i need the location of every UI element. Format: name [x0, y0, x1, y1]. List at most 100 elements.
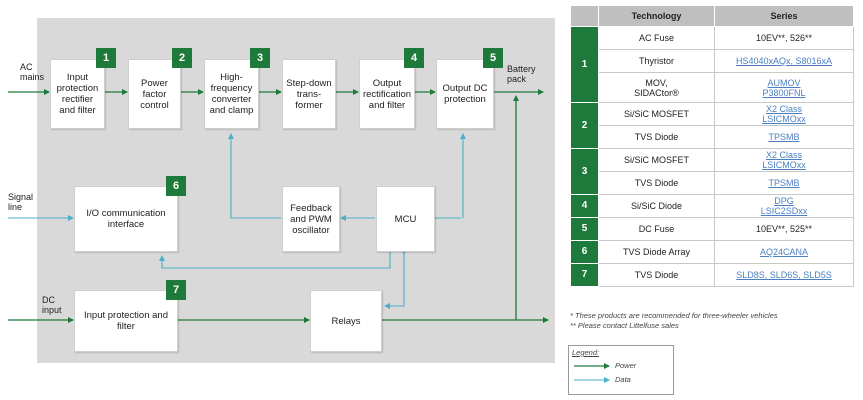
series-link[interactable]: LSICMOxx: [762, 114, 806, 124]
dc-input-protection-block: Input protection and filter: [74, 290, 178, 352]
series-link[interactable]: P3800FNL: [762, 87, 806, 98]
series-cell: SLD8S, SLD6S, SLD5S: [714, 263, 854, 287]
badge-1: 1: [96, 48, 116, 68]
power-factor-control-block: Power factor control: [128, 59, 181, 129]
table-row: 7 TVS Diode SLD8S, SLD6S, SLD5S: [570, 263, 854, 287]
tech-cell: Thyristor: [598, 49, 715, 73]
table-row: TVS Diode TPSMB: [571, 171, 854, 195]
badge-4: 4: [404, 48, 424, 68]
block-label: Relays: [331, 315, 361, 327]
technology-table: Technology Series 1 AC Fuse 10EV**, 526*…: [570, 5, 854, 287]
tech-cell: TVS Diode: [598, 171, 715, 195]
block-label: Input protection rectifier and filter: [56, 72, 99, 116]
data-line-mcu-relays: [384, 249, 407, 309]
table-note-2: ** Please contact Littelfuse sales: [570, 321, 679, 330]
ac-mains-label: AC mains: [20, 62, 45, 82]
series-cell: TPSMB: [714, 125, 854, 149]
table-row: Thyristor HS4040xAQx, S8016xA: [571, 49, 854, 73]
block-label: I/O communication interface: [86, 208, 166, 230]
relays-block: Relays: [310, 290, 382, 352]
high-frequency-converter-block: High-frequency converter and clamp: [204, 59, 259, 129]
group-number: 2: [570, 102, 599, 149]
table-header-row: Technology Series: [570, 5, 854, 27]
feedback-pwm-block: Feedback and PWM oscillator: [282, 186, 340, 252]
series-link[interactable]: AUMOV: [767, 77, 801, 88]
table-row: 1 AC Fuse 10EV**, 526**: [570, 26, 854, 103]
badge-3: 3: [250, 48, 270, 68]
legend-swatches: [574, 363, 610, 383]
legend-data-label: Data: [615, 375, 631, 384]
group-number: 3: [570, 148, 599, 195]
series-link[interactable]: TPSMB: [768, 178, 800, 188]
battery-pack-label: Battery pack: [507, 64, 536, 84]
series-cell: 10EV**, 525**: [714, 217, 854, 241]
io-communication-block: I/O communication interface: [74, 186, 178, 252]
series-cell: TPSMB: [714, 171, 854, 195]
series-cell: HS4040xAQx, S8016xA: [714, 49, 854, 73]
series-link[interactable]: LSICMOxx: [762, 160, 806, 170]
tech-cell: AC Fuse: [598, 26, 715, 50]
block-label: MCU: [394, 213, 417, 225]
block-label: Power factor control: [140, 77, 169, 111]
series-text: 10EV**, 526**: [755, 33, 813, 43]
series-cell: AQ24CANA: [714, 240, 854, 264]
series-link[interactable]: SLD8S, SLD6S, SLD5S: [736, 270, 832, 280]
table-note-1: * These products are recommended for thr…: [570, 311, 778, 320]
tech-cell: Si/SiC MOSFET: [598, 102, 715, 126]
block-label: Output rectification and filter: [362, 77, 412, 111]
group-number: 4: [570, 194, 599, 218]
tech-cell: TVS Diode Array: [598, 240, 715, 264]
series-link[interactable]: TPSMB: [768, 132, 800, 142]
mcu-block: MCU: [376, 186, 435, 252]
data-line-feedback-3: [228, 133, 281, 219]
tech-cell: Si/SiC MOSFET: [598, 148, 715, 172]
group-number: 6: [570, 240, 599, 264]
output-dc-protection-block: Output DC protection: [436, 59, 494, 129]
series-text: 10EV**, 525**: [755, 224, 813, 234]
tech-cell: MOV, SIDACtor®: [598, 72, 715, 103]
badge-6: 6: [166, 176, 186, 196]
block-label: Input protection and filter: [84, 310, 168, 332]
tech-cell: TVS Diode: [598, 125, 715, 149]
legend-power-label: Power: [615, 361, 637, 370]
output-rectification-block: Output rectification and filter: [359, 59, 415, 129]
header-series: Series: [714, 5, 854, 27]
badge-7: 7: [166, 280, 186, 300]
group-number: 5: [570, 217, 599, 241]
legend-box: Legend: Power Data: [568, 345, 674, 395]
step-down-transformer-block: Step-down trans-former: [282, 59, 336, 129]
table-row: TVS Diode TPSMB: [571, 125, 854, 149]
header-blank: [570, 5, 599, 27]
block-label: Output DC protection: [442, 83, 488, 105]
badge-2: 2: [172, 48, 192, 68]
tech-cell: DC Fuse: [598, 217, 715, 241]
badge-5: 5: [483, 48, 503, 68]
series-link[interactable]: X2 Class: [765, 104, 802, 114]
series-link[interactable]: HS4040xAQx, S8016xA: [735, 56, 833, 66]
series-link[interactable]: DPG: [774, 196, 794, 206]
group-number: 7: [570, 263, 599, 287]
signal-line-label: Signal line: [8, 192, 34, 212]
header-technology: Technology: [598, 5, 715, 27]
tech-cell: TVS Diode: [598, 263, 715, 287]
table-row: 6 TVS Diode Array AQ24CANA: [570, 240, 854, 264]
table-row: 5 DC Fuse 10EV**, 525**: [570, 217, 854, 241]
series-cell: 10EV**, 526**: [714, 26, 854, 50]
dc-input-label: DC input: [42, 295, 62, 315]
data-line-mcu-io: [159, 247, 393, 269]
series-link[interactable]: LSIC2SDxx: [760, 206, 808, 216]
series-link[interactable]: AQ24CANA: [759, 247, 809, 257]
block-label: Step-down trans-former: [286, 77, 332, 111]
group-number: 1: [570, 26, 599, 103]
series-link[interactable]: X2 Class: [765, 150, 802, 160]
block-label: Feedback and PWM oscillator: [290, 202, 332, 236]
block-label: High-frequency converter and clamp: [209, 72, 254, 116]
